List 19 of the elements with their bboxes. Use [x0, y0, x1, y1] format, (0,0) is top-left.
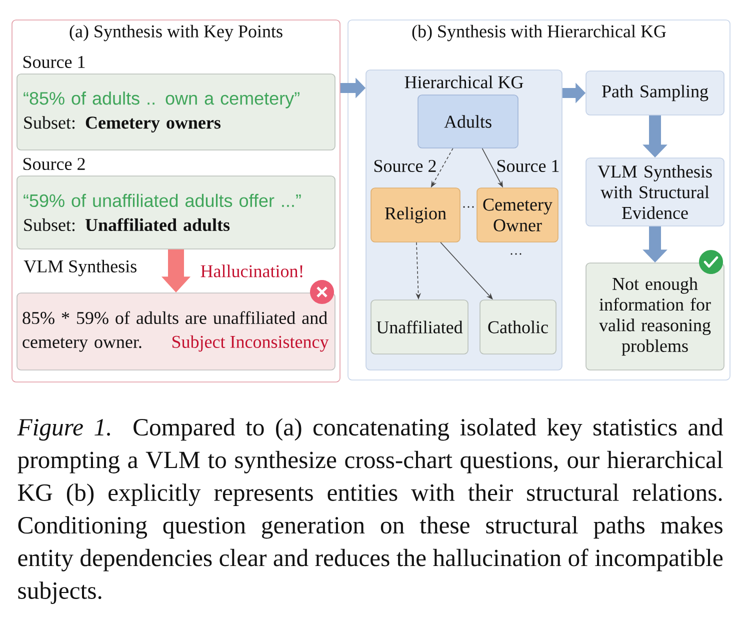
category-node: Religion [370, 188, 460, 242]
output-box: Not enough information for valid reasoning problems [586, 262, 724, 370]
box-heading: Source 2 [23, 158, 85, 170]
box-heading: Source 1 [23, 56, 85, 68]
leaf-node: Unaffiliated [370, 300, 468, 354]
process-box: VLM Synthesis with Structural Evidence [586, 158, 724, 226]
quote-box: “59% of unaffiliated adults offer ...” Subset: Unaffiliated adults [16, 176, 336, 250]
edge-label: Source 1 [497, 160, 559, 172]
quote-box: “85% of adults .. own a cemetery” Subset: Cemetery owners [16, 74, 336, 150]
caption: Figure 1. Compared to (a) concatenating isolated key statistics and prompting a VLM to synthesize cross-chart questions, our hierarchical KG (b) explicitly represents entities with their structural relations. Conditioning question generation on these structural paths makes entity dependencies clear and reduces the hallucination of incompatible subjects. [17, 418, 724, 604]
edge-label: Source 2 [374, 160, 436, 172]
root-node: Adults [418, 94, 518, 148]
annotation: Hallucination! [200, 264, 302, 278]
category-node: Cemetery Owner [476, 188, 558, 242]
edge-label: VLM Synthesis [24, 260, 136, 276]
process-box: Path Sampling [586, 70, 724, 116]
output-box: 85% * 59% of adults are unaffiliated and cemetery owner. Subject Inconsistency [16, 292, 336, 370]
ellipsis: … [463, 206, 474, 208]
leaf-node: Catholic [480, 300, 556, 354]
